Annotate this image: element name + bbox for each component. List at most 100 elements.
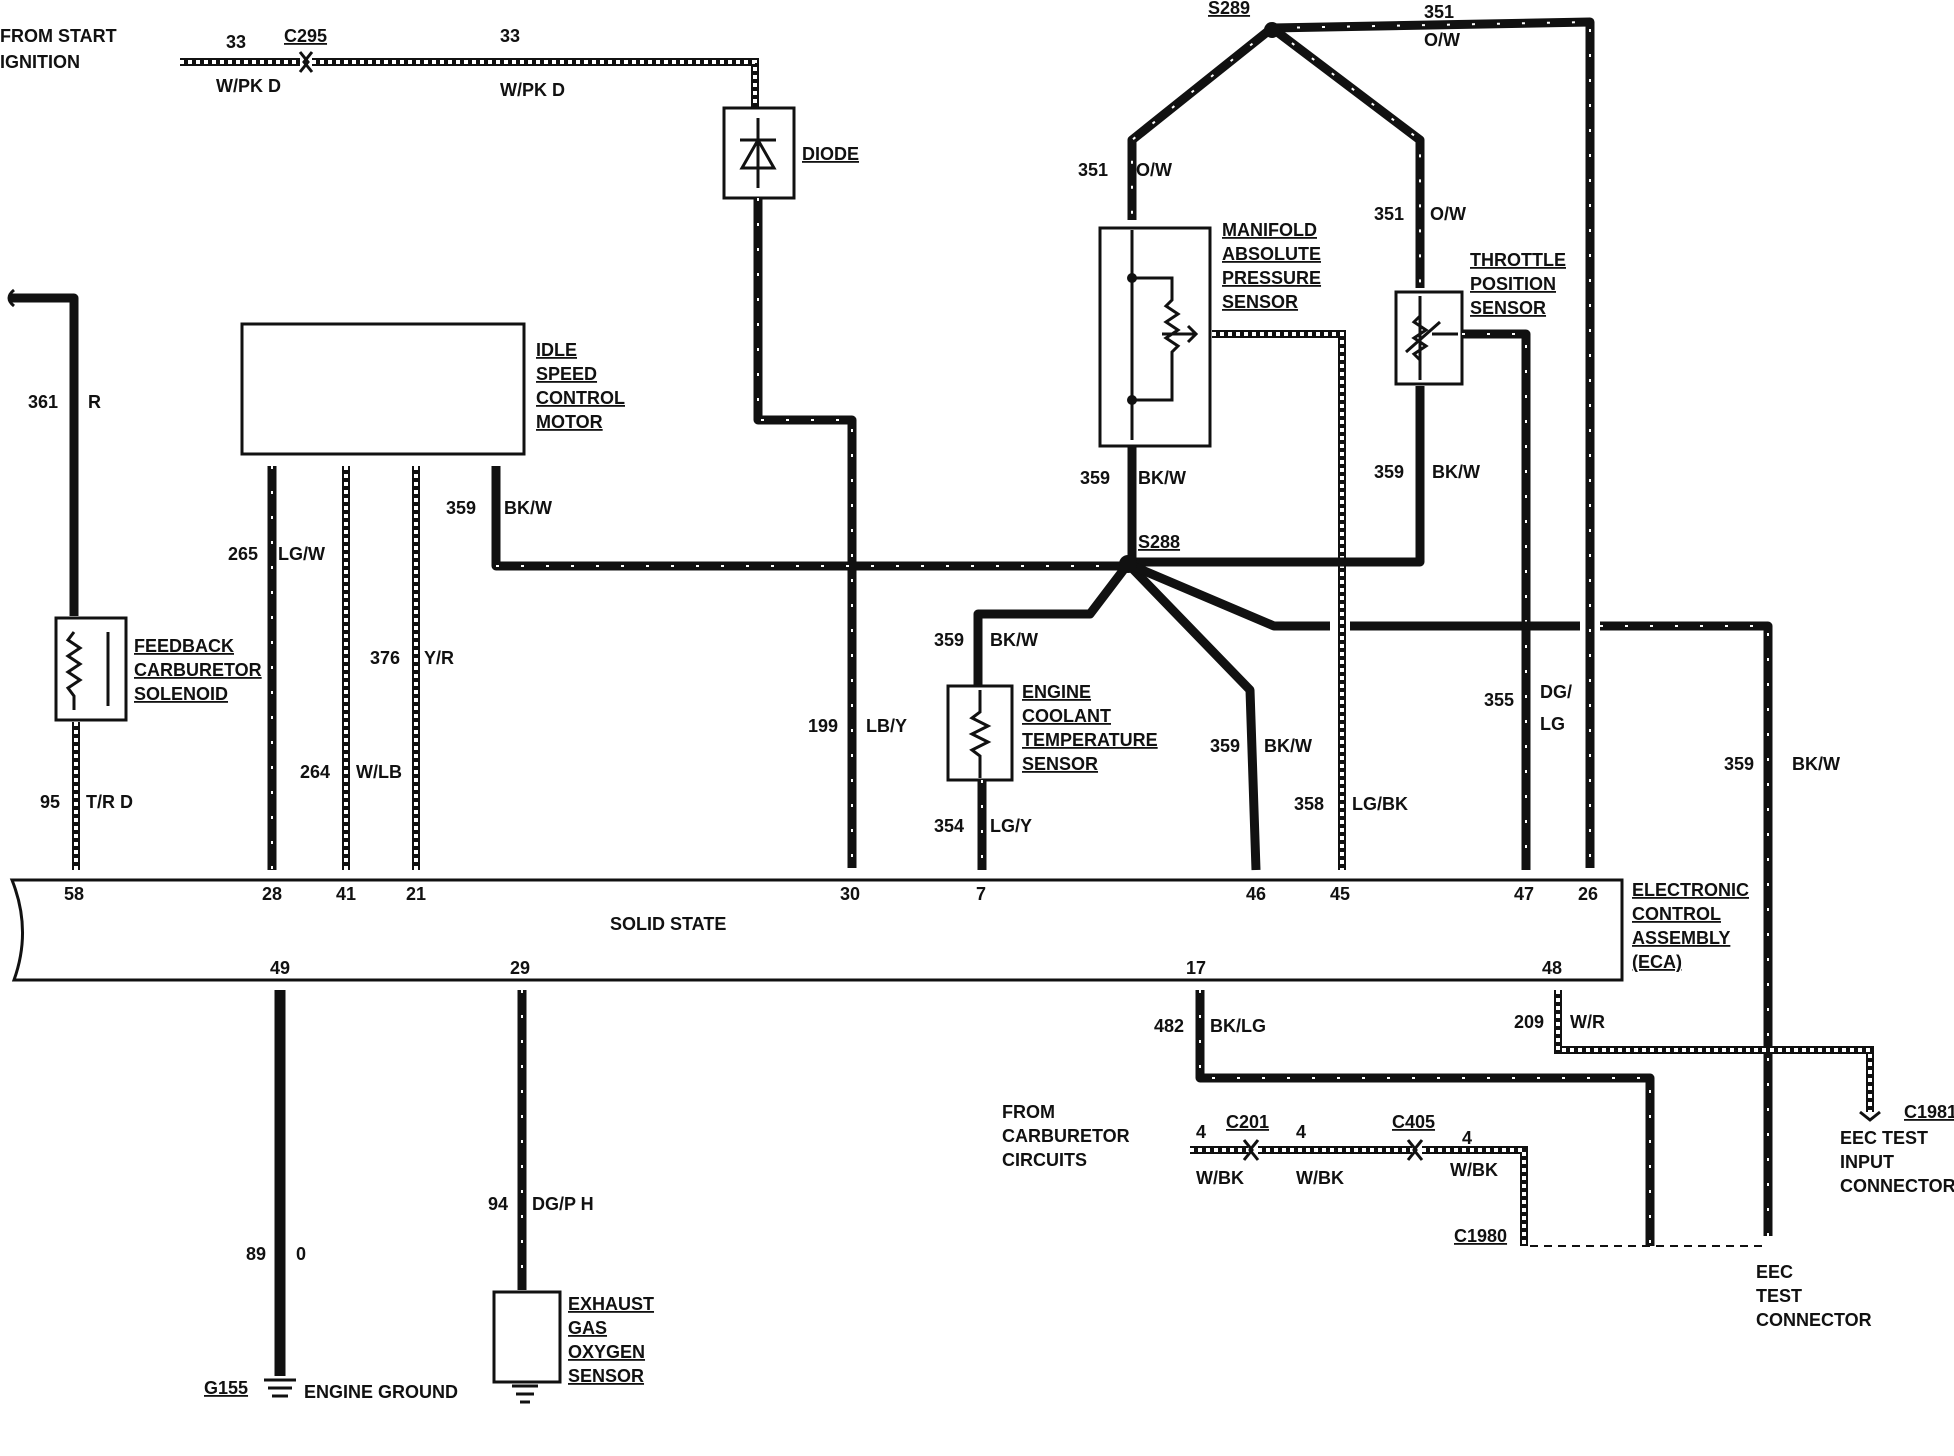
wire-359-map-num: 359 bbox=[1080, 468, 1110, 488]
wire-4-num-b: 4 bbox=[1296, 1122, 1306, 1142]
eca-pin-21: 21 bbox=[406, 884, 426, 904]
ground-g155-symbol bbox=[264, 1378, 296, 1398]
eca-pin-29: 29 bbox=[510, 958, 530, 978]
ego-label-4: SENSOR bbox=[568, 1366, 644, 1386]
wire-95-color: T/R D bbox=[86, 792, 133, 812]
ego-label-3: OXYGEN bbox=[568, 1342, 645, 1362]
wire-351-map bbox=[1127, 24, 1275, 220]
wire-351-map-num: 351 bbox=[1078, 160, 1108, 180]
splice-s288-label: S288 bbox=[1138, 532, 1180, 552]
eca-pin-7: 7 bbox=[976, 884, 986, 904]
wire-95-num: 95 bbox=[40, 792, 60, 812]
eca-pin-17: 17 bbox=[1186, 958, 1206, 978]
wire-4-color-c: W/BK bbox=[1450, 1160, 1498, 1180]
wire-361 bbox=[10, 293, 79, 616]
wire-482-num: 482 bbox=[1154, 1016, 1184, 1036]
map-sensor-label-2: ABSOLUTE bbox=[1222, 244, 1321, 264]
wire-359-right-color: BK/W bbox=[1792, 754, 1840, 774]
wire-4-num-a: 4 bbox=[1196, 1122, 1206, 1142]
ignition-label: IGNITION bbox=[0, 52, 80, 72]
c1980-label: C1980 bbox=[1454, 1226, 1507, 1246]
engine-coolant-temperature-sensor bbox=[946, 684, 1014, 782]
eca-label-1: ELECTRONIC bbox=[1632, 880, 1749, 900]
wire-33-color-a: W/PK D bbox=[216, 76, 281, 96]
wire-359-map-color: BK/W bbox=[1138, 468, 1186, 488]
eca-label-2: CONTROL bbox=[1632, 904, 1721, 924]
wire-4 bbox=[1190, 1146, 1528, 1246]
map-sensor bbox=[1098, 226, 1212, 448]
splice-s288-dot bbox=[1119, 555, 1137, 573]
eec-test-connector-label-3: CONNECTOR bbox=[1756, 1310, 1872, 1330]
wire-264-num: 264 bbox=[300, 762, 330, 782]
tps-label-3: SENSOR bbox=[1470, 298, 1546, 318]
wire-351-tps bbox=[1269, 24, 1425, 288]
map-sensor-label-4: SENSOR bbox=[1222, 292, 1298, 312]
ect-label-1: ENGINE bbox=[1022, 682, 1091, 702]
wire-482-color: BK/LG bbox=[1210, 1016, 1266, 1036]
wire-351-top-num: 351 bbox=[1424, 2, 1454, 22]
g155-label: G155 bbox=[204, 1378, 248, 1398]
connector-c405 bbox=[1406, 1139, 1424, 1161]
wire-361-break bbox=[7, 288, 15, 308]
eca-pin-46: 46 bbox=[1246, 884, 1266, 904]
wire-376-num: 376 bbox=[370, 648, 400, 668]
wire-355-color-1: DG/ bbox=[1540, 682, 1572, 702]
wire-482 bbox=[1195, 990, 1655, 1246]
wire-351-top bbox=[1271, 17, 1595, 868]
wire-33-ignition bbox=[180, 58, 759, 110]
wire-351-tps-color: O/W bbox=[1430, 204, 1466, 224]
wire-361-color: R bbox=[88, 392, 101, 412]
eca-solid-state-label: SOLID STATE bbox=[610, 914, 726, 934]
wire-358 bbox=[1212, 330, 1346, 870]
wire-359-46-num: 359 bbox=[1210, 736, 1240, 756]
wire-358-color: LG/BK bbox=[1352, 794, 1408, 814]
isc-label-3: CONTROL bbox=[536, 388, 625, 408]
eca-pin-26: 26 bbox=[1578, 884, 1598, 904]
eca-pin-58: 58 bbox=[64, 884, 84, 904]
exhaust-gas-oxygen-sensor bbox=[492, 1290, 562, 1404]
eca-label-4: (ECA) bbox=[1632, 952, 1682, 972]
fcs-label-2: CARBURETOR bbox=[134, 660, 262, 680]
wire-33-num-b: 33 bbox=[500, 26, 520, 46]
connector-c201 bbox=[1242, 1139, 1260, 1161]
fcs-label-3: SOLENOID bbox=[134, 684, 228, 704]
map-sensor-label-1: MANIFOLD bbox=[1222, 220, 1317, 240]
eec-test-input-label-3: CONNECTOR bbox=[1840, 1176, 1954, 1196]
eec-test-connector-label-1: EEC bbox=[1756, 1262, 1793, 1282]
wire-4-num-c: 4 bbox=[1462, 1128, 1472, 1148]
wire-199-num: 199 bbox=[808, 716, 838, 736]
wire-361-num: 361 bbox=[28, 392, 58, 412]
wire-354-color: LG/Y bbox=[990, 816, 1032, 836]
wire-4-color-a: W/BK bbox=[1196, 1168, 1244, 1188]
wire-199-color: LB/Y bbox=[866, 716, 907, 736]
wire-359-isc-color: BK/W bbox=[504, 498, 552, 518]
eca-pin-47: 47 bbox=[1514, 884, 1534, 904]
wire-265-num: 265 bbox=[228, 544, 258, 564]
eca-body bbox=[9, 878, 1624, 982]
tps-label-1: THROTTLE bbox=[1470, 250, 1566, 270]
wire-359-right-num: 359 bbox=[1724, 754, 1754, 774]
wire-94-color: DG/P H bbox=[532, 1194, 594, 1214]
splice-s289-dot bbox=[1264, 22, 1280, 38]
ect-label-3: TEMPERATURE bbox=[1022, 730, 1158, 750]
wire-355-num: 355 bbox=[1484, 690, 1514, 710]
wire-351-top-color: O/W bbox=[1424, 30, 1460, 50]
from-carb-label-2: CARBURETOR bbox=[1002, 1126, 1130, 1146]
isc-label-2: SPEED bbox=[536, 364, 597, 384]
wire-359-isc-num: 359 bbox=[446, 498, 476, 518]
tps-label-2: POSITION bbox=[1470, 274, 1556, 294]
from-carb-label-3: CIRCUITS bbox=[1002, 1150, 1087, 1170]
wire-4-color-b: W/BK bbox=[1296, 1168, 1344, 1188]
throttle-position-sensor bbox=[1394, 290, 1464, 386]
eca-label-3: ASSEMBLY bbox=[1632, 928, 1730, 948]
eca-pin-48: 48 bbox=[1542, 958, 1562, 978]
wire-355 bbox=[1462, 329, 1531, 870]
wire-265-color: LG/W bbox=[278, 544, 325, 564]
wire-89-num: 89 bbox=[246, 1244, 266, 1264]
wire-264-color: W/LB bbox=[356, 762, 402, 782]
ego-label-2: GAS bbox=[568, 1318, 607, 1338]
connector-c295 bbox=[298, 51, 314, 73]
wire-359-network bbox=[491, 386, 1773, 1236]
engine-ground-label: ENGINE GROUND bbox=[304, 1382, 458, 1402]
eca-pin-41: 41 bbox=[336, 884, 356, 904]
